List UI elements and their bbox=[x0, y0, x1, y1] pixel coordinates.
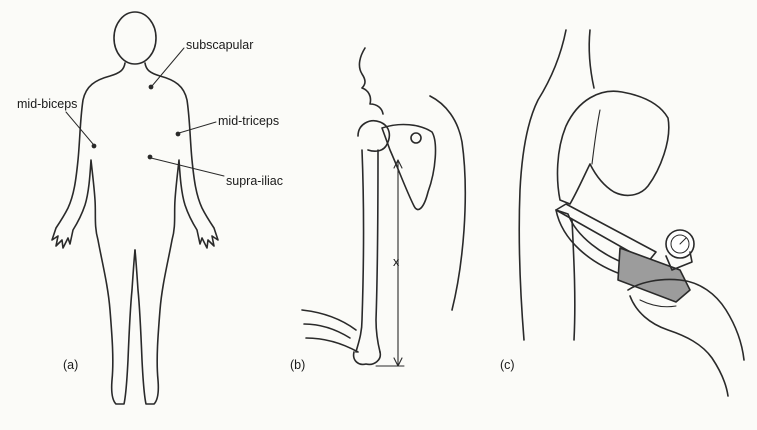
face-profile bbox=[359, 48, 383, 114]
forearm-middle bbox=[304, 324, 350, 338]
supra-iliac-leader bbox=[151, 158, 224, 176]
panel-c-label: (c) bbox=[500, 359, 515, 372]
body-right-outline bbox=[135, 63, 218, 404]
arm-back-edge bbox=[572, 220, 575, 340]
measure-x-label: x bbox=[393, 256, 399, 269]
mid-triceps-label: mid-triceps bbox=[218, 115, 279, 128]
mid-triceps-leader bbox=[179, 122, 216, 133]
humerus-shaft-left bbox=[356, 150, 364, 352]
hand-fold bbox=[592, 110, 600, 164]
holding-hand-bottom bbox=[630, 296, 728, 396]
elbow-outline bbox=[354, 352, 381, 364]
forearm-bottom bbox=[306, 338, 358, 352]
panel-b-label: (b) bbox=[290, 359, 305, 372]
head-outline bbox=[114, 12, 156, 64]
panel-a-label: (a) bbox=[63, 359, 78, 372]
caliper-drawing bbox=[519, 30, 744, 396]
supra-iliac-label: supra-iliac bbox=[226, 175, 283, 188]
subscapular-label: subscapular bbox=[186, 39, 253, 52]
arm-bone-drawing bbox=[302, 48, 465, 366]
body-outline bbox=[52, 12, 218, 404]
body-left-outline bbox=[52, 63, 135, 404]
mid-biceps-site-dot bbox=[92, 144, 95, 147]
torso-contour bbox=[430, 96, 465, 310]
subscapular-leader bbox=[152, 48, 184, 86]
arm-left-edge bbox=[519, 30, 566, 340]
scapula-socket bbox=[411, 133, 421, 143]
caliper-arm-upper bbox=[556, 204, 656, 262]
forearm-top bbox=[302, 310, 356, 330]
mid-biceps-label: mid-biceps bbox=[17, 98, 77, 111]
humerus-shaft-right bbox=[376, 150, 380, 352]
holding-hand-thumb bbox=[640, 300, 676, 307]
arm-right-edge bbox=[589, 30, 594, 88]
pinching-hand bbox=[558, 91, 669, 204]
